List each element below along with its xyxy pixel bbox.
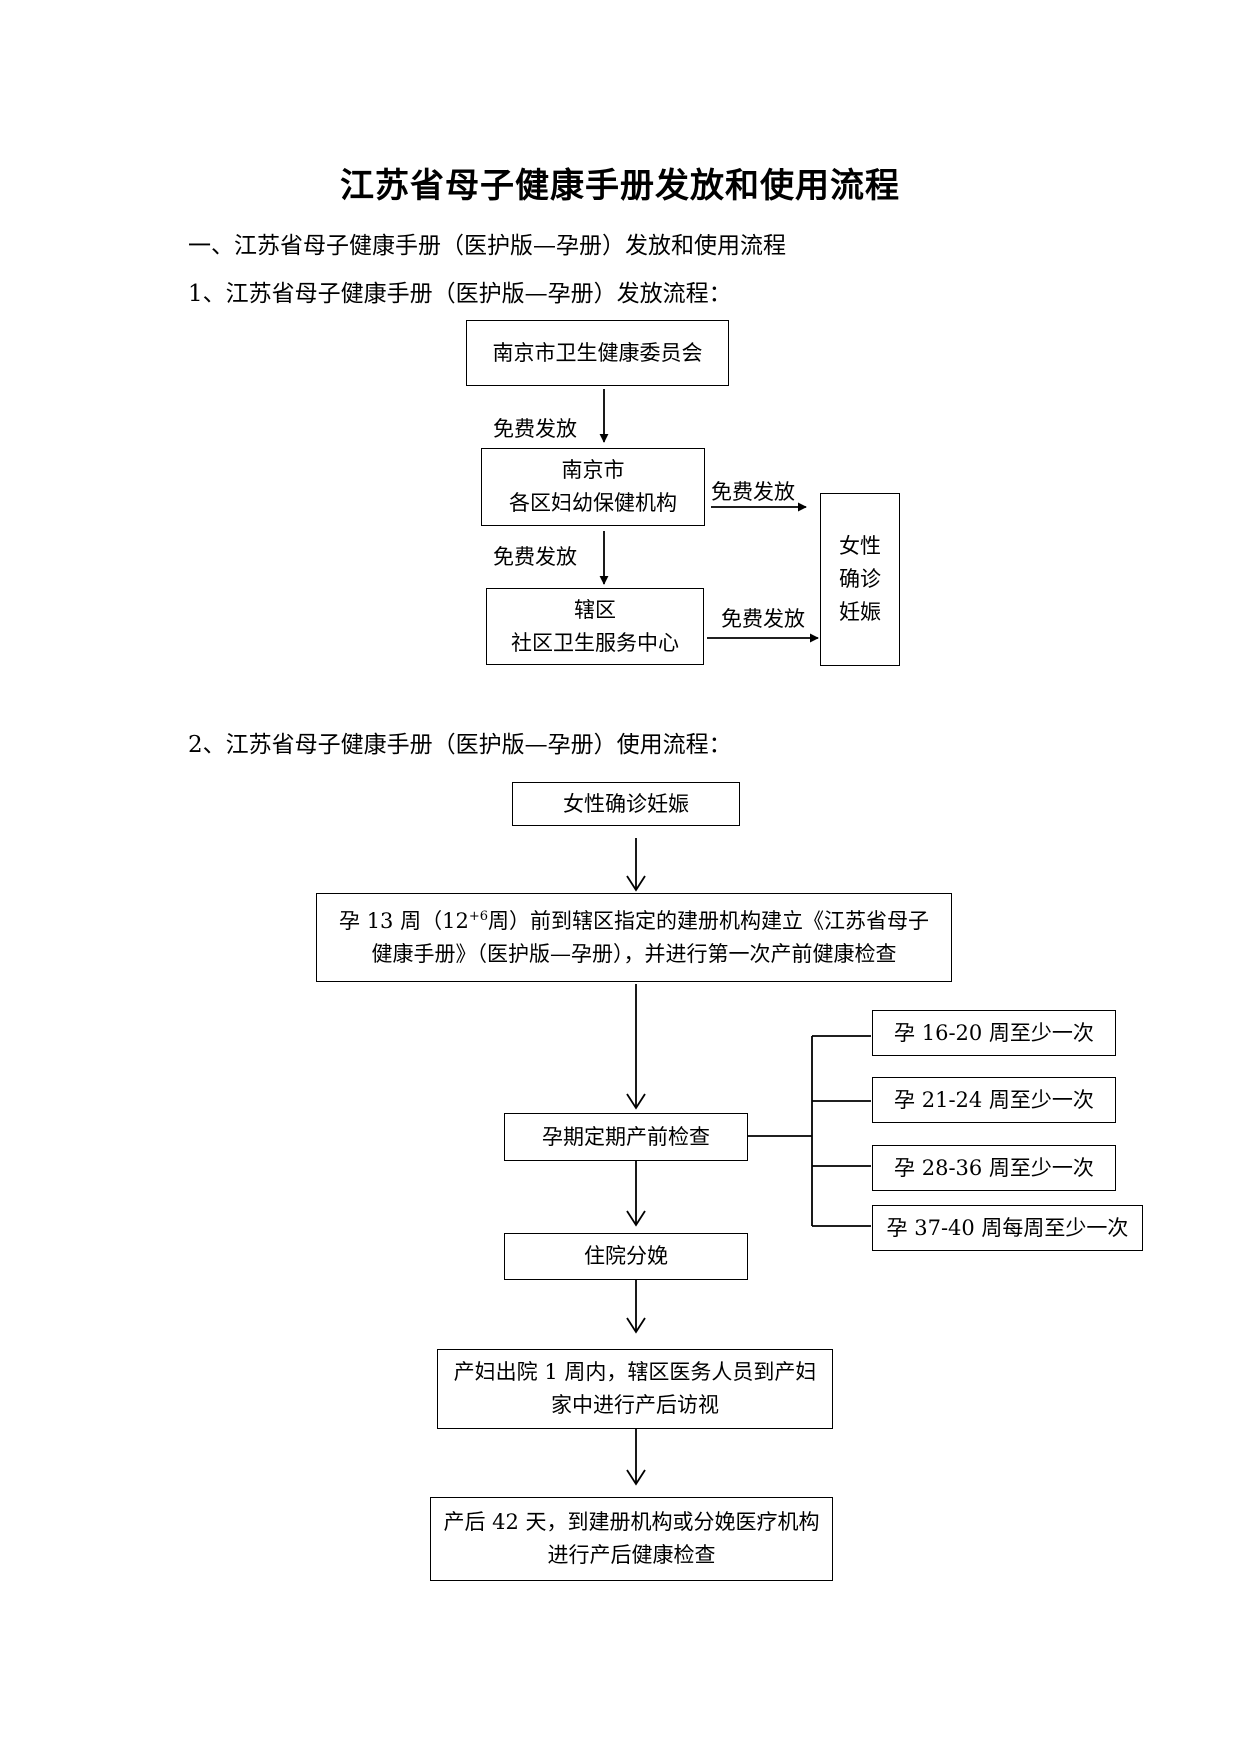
confirm-pregnancy-box: 女性确诊妊娠 (512, 782, 740, 826)
district-label-line1: 南京市 (561, 458, 625, 482)
prenatal-checkup-box: 孕期定期产前检查 (504, 1113, 748, 1161)
postnatal-check-line1: 产后 42 天，到建册机构或分娩医疗机构 (443, 1510, 820, 1534)
woman-label-line2: 确诊 (839, 567, 881, 591)
postnatal-check-box: 产后 42 天，到建册机构或分娩医疗机构 进行产后健康检查 (430, 1497, 833, 1581)
prenatal-label: 孕期定期产前检查 (542, 1124, 710, 1149)
edge-label-free: 免费发放 (493, 545, 577, 569)
register-label-line1: 孕 13 周（12+6周）前到辖区指定的建册机构建立《江苏省母子 (339, 908, 929, 933)
visit-label: 孕 21-24 周至少一次 (894, 1087, 1094, 1112)
register-superscript: +6 (468, 908, 488, 924)
community-center-box: 辖区 社区卫生服务中心 (486, 588, 704, 665)
edge-label-free: 免费发放 (711, 480, 795, 504)
postnatal-visit-line1: 产妇出院 1 周内，辖区医务人员到产妇 (453, 1360, 817, 1384)
register-label-line2: 健康手册》（医护版—孕册），并进行第一次产前健康检查 (371, 941, 897, 966)
visit-label: 孕 28-36 周至少一次 (894, 1155, 1094, 1180)
woman-label-line3: 妊娠 (839, 600, 881, 624)
district-health-box: 南京市 各区妇幼保健机构 (481, 448, 705, 526)
visit-label: 孕 16-20 周至少一次 (894, 1020, 1094, 1045)
woman-pregnant-box: 女性 确诊 妊娠 (820, 493, 900, 666)
district-label-line2: 各区妇幼保健机构 (509, 491, 677, 515)
edge-label-free: 免费发放 (493, 417, 577, 441)
section-heading: 一、江苏省母子健康手册（医护版—孕册）发放和使用流程 (188, 233, 786, 259)
visit-schedule-box: 孕 16-20 周至少一次 (872, 1010, 1116, 1056)
postnatal-visit-box: 产妇出院 1 周内，辖区医务人员到产妇 家中进行产后访视 (437, 1349, 833, 1429)
community-label-line1: 辖区 (574, 597, 616, 622)
register-handbook-box: 孕 13 周（12+6周）前到辖区指定的建册机构建立《江苏省母子 健康手册》（医… (316, 893, 952, 982)
postnatal-visit-line2: 家中进行产后访视 (551, 1393, 719, 1417)
page-title: 江苏省母子健康手册发放和使用流程 (340, 166, 900, 206)
commission-label: 南京市卫生健康委员会 (492, 340, 703, 365)
woman-label-line1: 女性 (839, 534, 881, 558)
postnatal-check-line2: 进行产后健康检查 (547, 1543, 716, 1567)
distribution-flow-heading: 1、江苏省母子健康手册（医护版—孕册）发放流程： (188, 281, 732, 307)
community-label-line2: 社区卫生服务中心 (511, 630, 679, 655)
visit-schedule-box: 孕 21-24 周至少一次 (872, 1077, 1116, 1123)
visit-schedule-box: 孕 28-36 周至少一次 (872, 1145, 1116, 1191)
visit-label: 孕 37-40 周每周至少一次 (886, 1215, 1129, 1240)
confirm-label: 女性确诊妊娠 (563, 791, 689, 816)
edge-label-free: 免费发放 (721, 607, 805, 631)
visit-schedule-box: 孕 37-40 周每周至少一次 (872, 1205, 1143, 1251)
hospital-delivery-box: 住院分娩 (504, 1233, 748, 1280)
commission-box: 南京市卫生健康委员会 (466, 320, 729, 386)
delivery-label: 住院分娩 (584, 1244, 668, 1268)
usage-flow-heading: 2、江苏省母子健康手册（医护版—孕册）使用流程： (188, 732, 732, 758)
